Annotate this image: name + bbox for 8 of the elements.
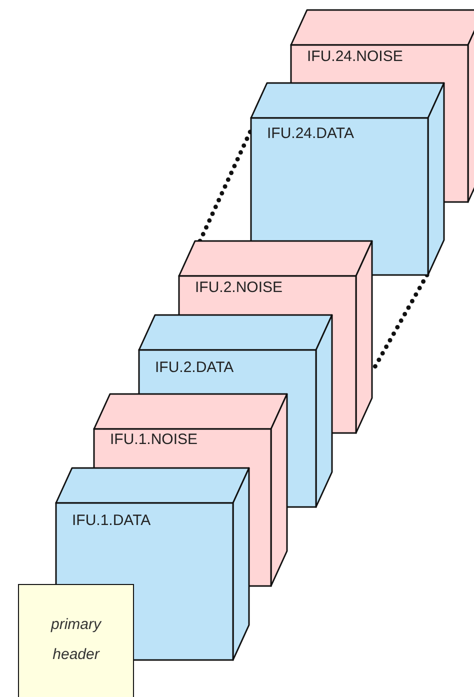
cube-label: IFU.2.DATA xyxy=(155,359,234,376)
cube-label: IFU.2.NOISE xyxy=(195,279,283,296)
sheet-label: primary header xyxy=(50,614,103,664)
header-sheet xyxy=(18,584,134,697)
cube-label: IFU.1.NOISE xyxy=(110,431,198,448)
cube-label: IFU.24.NOISE xyxy=(307,48,403,65)
cube-label: IFU.24.DATA xyxy=(267,125,354,142)
cube-label: IFU.1.DATA xyxy=(72,512,151,529)
